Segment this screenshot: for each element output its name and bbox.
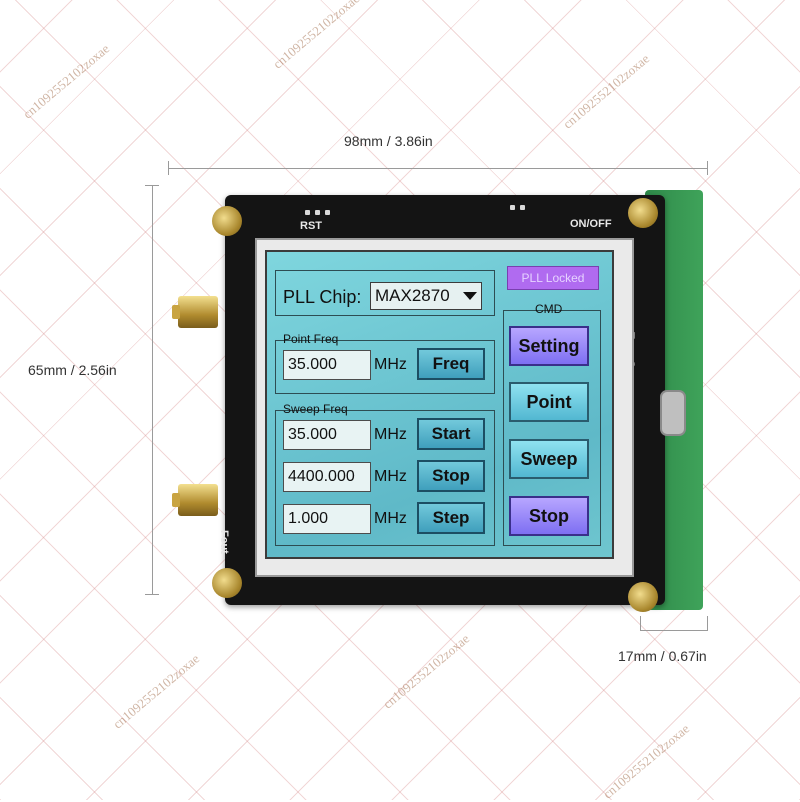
silk-rst-label: RST — [300, 220, 322, 232]
usb-c-port — [660, 390, 686, 436]
sweep-start-unit: MHz — [374, 426, 407, 443]
cmd-title: CMD — [535, 302, 563, 316]
status-bar: PLL Locked — [507, 266, 599, 290]
height-dimension-line — [152, 185, 153, 595]
cmd-group — [503, 310, 601, 546]
sma-connector — [172, 484, 218, 516]
point-button[interactable]: Point — [509, 382, 589, 422]
setting-button[interactable]: Setting — [509, 326, 589, 366]
height-label: 65mm / 2.56in — [28, 362, 117, 378]
chevron-down-icon[interactable] — [462, 288, 478, 304]
mounting-screw — [212, 568, 242, 598]
dimension-tick — [145, 185, 159, 186]
mounting-screw — [628, 582, 658, 612]
sweep-step-input[interactable]: 1.000 — [283, 504, 371, 534]
dimension-tick — [707, 161, 708, 175]
dimension-tick — [168, 161, 169, 175]
point-freq-unit: MHz — [374, 356, 407, 373]
header-pin — [305, 210, 310, 215]
sma-connector — [172, 296, 218, 328]
freq-button[interactable]: Freq — [417, 348, 485, 380]
sweep-freq-group — [275, 410, 495, 546]
pll-chip-group — [275, 270, 495, 316]
dimension-tick — [145, 594, 159, 595]
header-pin — [510, 205, 515, 210]
sweep-freq-title: Sweep Freq — [283, 402, 348, 416]
sweep-button[interactable]: Sweep — [509, 439, 589, 479]
mounting-screw — [212, 206, 242, 236]
sweep-stop-unit: MHz — [374, 468, 407, 485]
depth-dimension-line — [640, 630, 708, 631]
silk-onoff-label: ON/OFF — [570, 218, 612, 230]
stop-button[interactable]: Stop — [509, 496, 589, 536]
mounting-screw — [628, 198, 658, 228]
depth-label: 17mm / 0.67in — [618, 648, 707, 664]
lcd-screen: PLL Locked PLL Chip: MAX2870 Point Freq … — [265, 250, 614, 559]
step-button[interactable]: Step — [417, 502, 485, 534]
point-freq-group — [275, 340, 495, 394]
pll-chip-label: PLL Chip: — [283, 287, 362, 307]
width-label: 98mm / 3.86in — [344, 133, 433, 149]
sweep-stop-input[interactable]: 4400.000 — [283, 462, 371, 492]
header-pin — [315, 210, 320, 215]
start-button[interactable]: Start — [417, 418, 485, 450]
sweep-step-unit: MHz — [374, 510, 407, 527]
pll-chip-dropdown[interactable]: MAX2870 — [370, 282, 482, 310]
silk-fout-label: Fout — [218, 530, 230, 554]
dimension-tick — [707, 616, 708, 630]
point-freq-input[interactable]: 35.000 — [283, 350, 371, 380]
stop-freq-button[interactable]: Stop — [417, 460, 485, 492]
pll-chip-value: MAX2870 — [375, 286, 450, 305]
header-pin — [520, 205, 525, 210]
dimension-tick — [640, 616, 641, 630]
point-freq-title: Point Freq — [283, 332, 339, 346]
sweep-start-input[interactable]: 35.000 — [283, 420, 371, 450]
header-pin — [325, 210, 330, 215]
width-dimension-line — [168, 168, 708, 169]
